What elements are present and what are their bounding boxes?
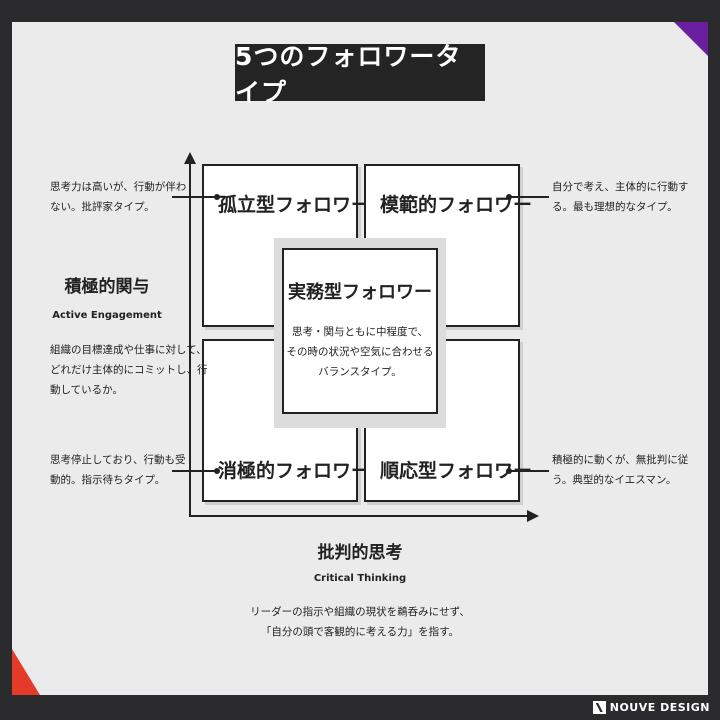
note-line: 積極的に動くが、無批判に従 bbox=[552, 454, 689, 466]
note-exemplary: 自分で考え、主体的に行動す る。最も理想的なタイプ。 bbox=[552, 177, 689, 217]
quadrant-label: 模範的フォロワー bbox=[380, 194, 533, 216]
note-line: う。典型的なイエスマン。 bbox=[552, 474, 677, 486]
connector-dot bbox=[506, 468, 512, 474]
note-passive: 思考停止しており、行動も受 動的。指示待ちタイプ。 bbox=[50, 450, 185, 490]
connector-top-left bbox=[172, 196, 217, 198]
x-axis-description: リーダーの指示や組織の現状を鵜呑みにせず、 「自分の頭で客観的に考える力」を指す… bbox=[210, 602, 510, 642]
quadrant-label: 順応型フォロワー bbox=[380, 460, 533, 482]
center-desc-line: 思考・関与ともに中程度で、 bbox=[291, 326, 429, 338]
brand-logo: NOUVE DESIGN bbox=[592, 701, 710, 714]
y-axis-title: 積極的関与 bbox=[64, 277, 150, 297]
page-title: 5つのフォロワータイプ bbox=[235, 42, 485, 107]
quadrant-label: 孤立型フォロワー bbox=[218, 194, 371, 216]
note-line: 思考力は高いが、行動が伴わ bbox=[50, 181, 187, 193]
x-axis-arrow bbox=[527, 510, 539, 522]
desc-line: 「自分の頭で客観的に考える力」を指す。 bbox=[260, 626, 460, 638]
connector-top-right bbox=[509, 196, 549, 198]
note-conformist: 積極的に動くが、無批判に従 う。典型的なイエスマン。 bbox=[552, 450, 688, 490]
note-line: ない。批評家タイプ。 bbox=[50, 201, 155, 213]
desc-line: 組織の目標達成や仕事に対して、 bbox=[50, 344, 207, 356]
connector-dot bbox=[506, 194, 512, 200]
connector-dot bbox=[214, 468, 220, 474]
brand-name: NOUVE DESIGN bbox=[609, 701, 710, 714]
note-line: 動的。指示待ちタイプ。 bbox=[50, 474, 166, 486]
note-line: る。最も理想的なタイプ。 bbox=[552, 201, 678, 213]
note-line: 思考停止しており、行動も受 bbox=[50, 454, 186, 466]
desc-line: リーダーの指示や組織の現状を鵜呑みにせず、 bbox=[250, 606, 470, 618]
connector-bottom-right bbox=[509, 470, 549, 472]
slide: 5つのフォロワータイプ 孤立型フォロワー 模範的フォロワー 消極的フォロワー 順… bbox=[12, 22, 708, 695]
note-isolated: 思考力は高いが、行動が伴わ ない。批評家タイプ。 bbox=[50, 177, 186, 217]
x-axis-title: 批判的思考 bbox=[317, 543, 403, 563]
x-axis-subtitle: Critical Thinking bbox=[313, 573, 407, 584]
center-title: 実務型フォロワー bbox=[288, 282, 432, 303]
quadrant-pragmatist: 実務型フォロワー 思考・関与ともに中程度で、 その時の状況や空気に合わせる バラ… bbox=[282, 248, 438, 414]
center-description: 思考・関与ともに中程度で、 その時の状況や空気に合わせる バランスタイプ。 bbox=[284, 322, 436, 382]
note-line: 自分で考え、主体的に行動す bbox=[552, 181, 689, 193]
center-desc-line: バランスタイプ。 bbox=[318, 366, 402, 378]
desc-line: どれだけ主体的にコミットし、行 bbox=[50, 364, 208, 376]
center-desc-line: その時の状況や空気に合わせる bbox=[286, 346, 434, 358]
brand-mark-icon bbox=[592, 701, 606, 714]
y-axis-description: 組織の目標達成や仕事に対して、 どれだけ主体的にコミットし、行 動しているか。 bbox=[50, 340, 208, 400]
connector-bottom-left bbox=[172, 470, 217, 472]
y-axis-arrow bbox=[184, 152, 196, 164]
corner-accent-purple bbox=[674, 22, 708, 56]
x-axis-line bbox=[189, 515, 529, 517]
y-axis-line bbox=[189, 162, 191, 517]
desc-line: 動しているか。 bbox=[50, 384, 123, 396]
corner-accent-red bbox=[12, 649, 40, 695]
y-axis-subtitle: Active Engagement bbox=[52, 310, 162, 321]
connector-dot bbox=[214, 194, 220, 200]
quadrant-label: 消極的フォロワー bbox=[218, 460, 371, 482]
